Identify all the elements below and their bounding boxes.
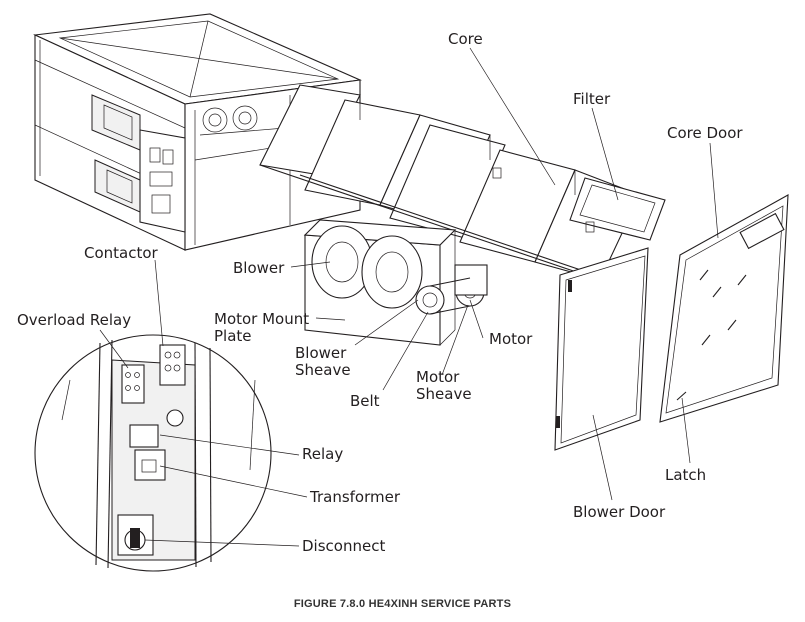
label-blower-sheave-line2: Sheave <box>295 361 351 379</box>
core-door-shape <box>659 194 789 423</box>
label-core: Core <box>448 30 483 48</box>
figure-caption: FIGURE 7.8.0 HE4XINH SERVICE PARTS <box>293 598 512 610</box>
label-belt: Belt <box>350 392 380 410</box>
blower-door-shape <box>554 247 649 451</box>
label-blower-door: Blower Door <box>573 503 666 521</box>
leader-lines <box>99 47 719 547</box>
label-filter: Filter <box>573 90 611 108</box>
label-blower-sheave-line1: Blower <box>295 344 347 362</box>
core-modules <box>259 84 666 291</box>
label-contactor: Contactor <box>84 244 158 262</box>
blower-assembly <box>303 219 488 346</box>
label-blower: Blower <box>233 259 285 277</box>
control-detail-magnifier <box>34 334 272 572</box>
label-disconnect: Disconnect <box>302 537 386 555</box>
label-motor-mount-plate-line2: Plate <box>214 327 252 345</box>
label-motor-sheave-line1: Motor <box>416 368 460 386</box>
label-overload-relay: Overload Relay <box>17 311 132 329</box>
label-motor: Motor <box>489 330 533 348</box>
label-motor-mount-plate-line1: Motor Mount <box>214 310 310 328</box>
label-motor-sheave-line2: Sheave <box>416 385 472 403</box>
label-relay: Relay <box>302 445 344 463</box>
label-transformer: Transformer <box>310 488 401 506</box>
label-core-door: Core Door <box>667 124 743 142</box>
label-latch: Latch <box>665 466 707 484</box>
